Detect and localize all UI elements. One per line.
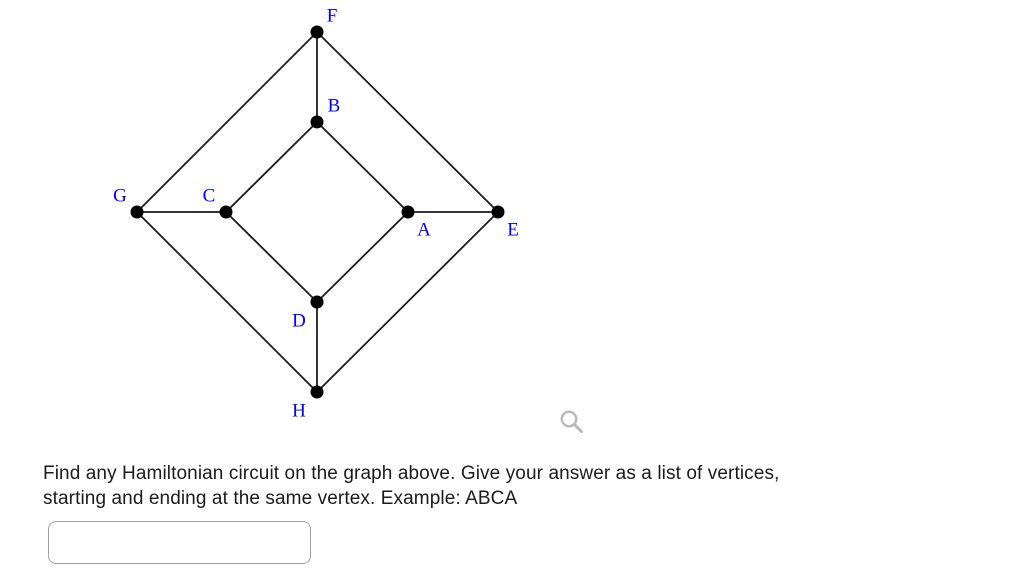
edge-G-H [136,211,318,393]
vertex-dot-A [401,205,415,219]
question-line-1: Find any Hamiltonian circuit on the grap… [43,463,780,484]
vertex-label-F: F [327,6,338,27]
vertex-dot-F [310,25,324,39]
vertex-dot-C [219,205,233,219]
vertex-label-H: H [292,401,306,422]
vertex-label-C: C [203,186,216,207]
edge-B-C [225,121,318,213]
vertex-dot-H [310,385,324,399]
hamiltonian-graph: F B G C A E D H [113,6,519,422]
question-line-2: starting and ending at the same vertex. … [43,488,518,509]
edge-B-A [316,121,409,213]
vertex-dot-B [310,115,324,129]
edge-F-E [316,31,499,213]
vertex-dot-G [130,205,144,219]
vertex-label-G: G [113,186,127,207]
vertex-label-E: E [507,220,519,241]
edge-F-G [136,31,318,213]
answer-input[interactable] [48,521,311,564]
search-icon[interactable] [558,408,586,436]
edge-C-D [225,211,318,303]
edge-A-D [316,211,409,303]
edge-E-H [316,211,499,393]
vertex-label-B: B [328,96,341,117]
search-icon-lens [560,410,578,428]
search-icon-handle [572,422,583,433]
vertex-label-A: A [417,220,431,241]
question-text: Find any Hamiltonian circuit on the grap… [43,461,779,511]
vertex-dot-D [310,295,324,309]
vertex-label-D: D [292,311,306,332]
vertex-dot-E [491,205,505,219]
